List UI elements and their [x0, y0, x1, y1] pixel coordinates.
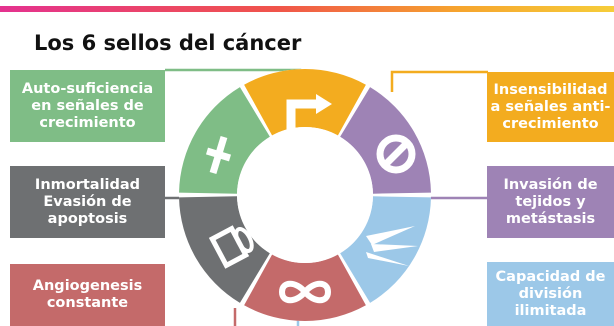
hallmark-invasion-line-3: metástasis [505, 210, 596, 227]
cross-icon [205, 135, 232, 175]
hallmark-growth-line-1: Auto-suficiencia [21, 80, 154, 97]
hallmark-apoptosis-line-2: Evasión de [43, 193, 132, 210]
wheel-center [237, 127, 373, 263]
hallmark-antigrowth-line-3: crecimiento [502, 115, 599, 132]
hallmark-growth-line-2: en señales de [31, 97, 144, 114]
hallmark-apoptosis-line-1: Inmortalidad [34, 176, 141, 193]
hallmark-invasion-line-1: Invasión de [503, 176, 598, 193]
prohibited-icon [376, 134, 416, 174]
hallmark-division-box: Capacidad de división ilimitada [487, 262, 614, 326]
hallmark-angiogenesis-box: Angiogenesis constante [10, 264, 165, 326]
hallmark-division-line-2: división [518, 285, 583, 302]
connector-antigrowth [390, 70, 488, 92]
hallmark-angiogenesis-line-1: Angiogenesis [32, 278, 143, 294]
hallmark-division-line-1: Capacidad de [495, 268, 606, 285]
wheel-segment-apoptosis [179, 196, 270, 303]
arrow-icon [286, 94, 332, 142]
vessel-icon [208, 225, 254, 269]
hallmark-antigrowth-line-1: Insensibilidad [493, 81, 608, 98]
top-gradient-bar [0, 6, 614, 12]
spikes-icon [366, 226, 418, 266]
infinity-icon [278, 280, 332, 304]
hallmark-antigrowth-line-2: a señales anti- [490, 98, 611, 115]
hallmark-growth-line-3: crecimiento [39, 114, 136, 131]
hallmark-invasion-box: Invasión de tejidos y metástasis [487, 166, 614, 238]
hallmark-angiogenesis-line-2: constante [46, 295, 129, 311]
hallmark-division-line-3: ilimitada [514, 302, 587, 319]
hallmark-invasion-line-2: tejidos y [515, 193, 586, 210]
page-title: Los 6 sellos del cáncer [34, 31, 302, 55]
hallmark-apoptosis-box: Inmortalidad Evasión de apoptosis [10, 166, 165, 238]
hallmark-growth-box: Auto-suficiencia en señales de crecimien… [10, 70, 165, 142]
hallmark-antigrowth-box: Insensibilidad a señales anti- crecimien… [487, 72, 614, 142]
hallmark-apoptosis-line-3: apoptosis [47, 210, 128, 227]
